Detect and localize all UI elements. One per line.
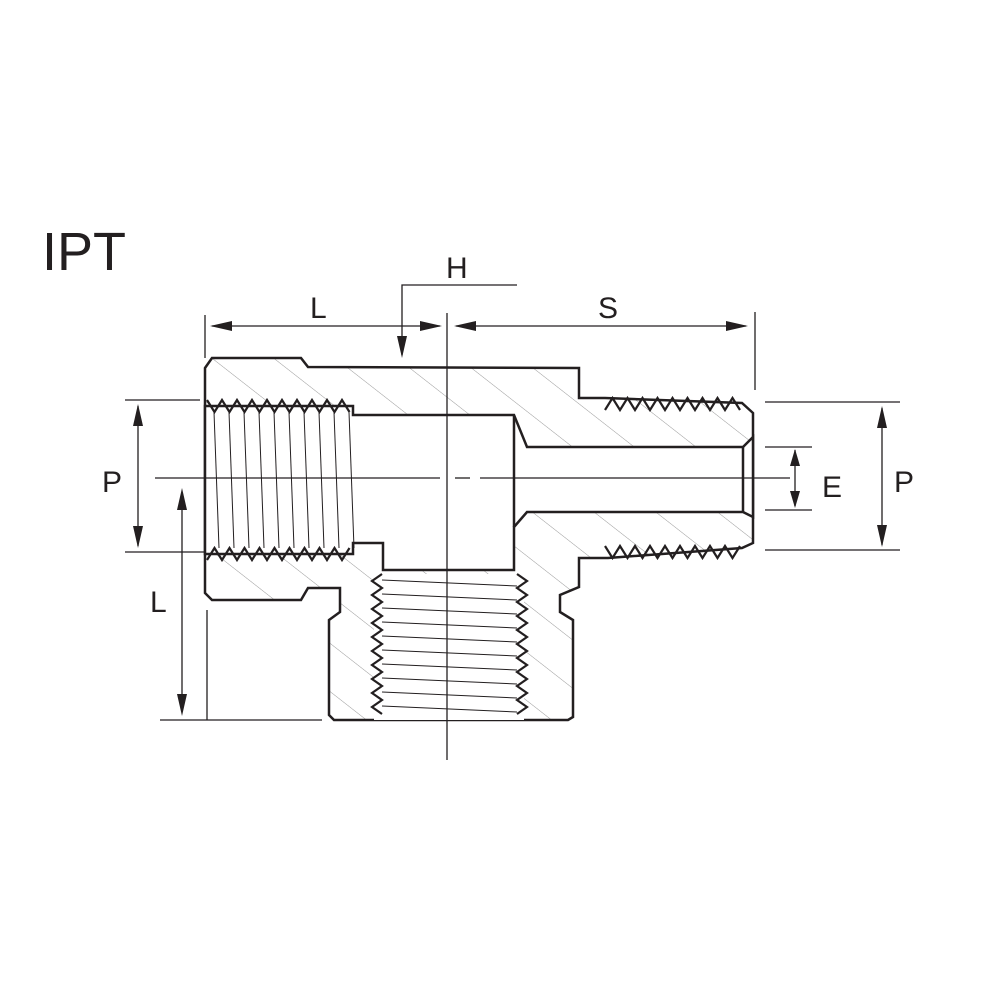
part-title: IPT	[42, 222, 126, 282]
dim-label-p-right: P	[894, 466, 914, 499]
bottom-thread-line	[381, 579, 518, 587]
left-thread-line	[318, 411, 325, 549]
bottom-thread-line	[381, 691, 518, 699]
bottom-thread-line	[381, 607, 518, 615]
bottom-thread-left	[370, 573, 384, 715]
left-thread-top	[206, 397, 351, 415]
bottom-thread-right	[515, 573, 529, 715]
thread-lines	[206, 395, 741, 715]
bottom-thread-line	[381, 649, 518, 657]
dim-label-e: E	[822, 471, 842, 504]
dim-label-l-top: L	[310, 292, 327, 325]
left-thread-line	[213, 411, 220, 549]
dim-label-l-left: L	[150, 586, 167, 619]
left-thread-line	[288, 411, 295, 549]
left-thread-line	[228, 411, 235, 549]
left-thread-line	[258, 411, 265, 549]
bottom-thread-line	[381, 705, 518, 713]
bottom-thread-line	[381, 621, 518, 629]
dimension-arrows	[133, 321, 887, 716]
bottom-thread-line	[381, 635, 518, 643]
right-thread-top	[604, 395, 741, 413]
left-thread-line	[333, 411, 340, 549]
dim-label-h: H	[446, 252, 468, 285]
dim-label-s: S	[598, 292, 618, 325]
left-thread-line	[273, 411, 280, 549]
dimension-lines	[125, 284, 900, 760]
right-thread-bottom	[604, 543, 741, 561]
left-thread-line	[348, 411, 355, 549]
left-thread-line	[303, 411, 310, 549]
bottom-thread-line	[381, 677, 518, 685]
left-thread-line	[243, 411, 250, 549]
bottom-thread-line	[381, 663, 518, 671]
internal-bores	[203, 404, 755, 720]
dim-label-p-left: P	[102, 466, 122, 499]
bottom-thread-line	[381, 593, 518, 601]
left-thread-bottom	[206, 545, 351, 563]
